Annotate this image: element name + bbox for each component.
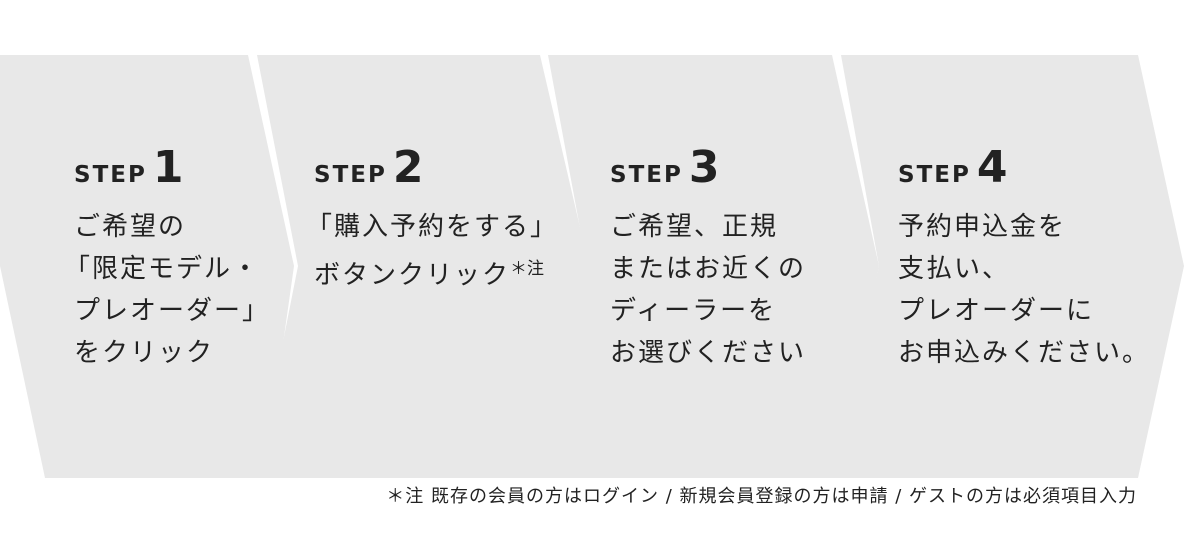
step-3: STEP 3 ご希望、正規 またはお近くの ディーラーを お選びください (610, 146, 860, 374)
step-4-description: 予約申込金を 支払い、 プレオーダーに お申込みください。 (898, 206, 1148, 374)
chevron-panel-step-3 (548, 55, 879, 478)
step-4-line: プレオーダーに (898, 296, 1095, 326)
step-2-word: STEP (314, 162, 387, 188)
step-1-line: プレオーダー」 (74, 296, 271, 326)
step-4: STEP 4 予約申込金を 支払い、 プレオーダーに お申込みください。 (898, 146, 1148, 374)
step-3-word: STEP (610, 162, 683, 188)
step-1-number: 1 (152, 142, 184, 193)
step-1: STEP 1 ご希望の 「限定モデル・ プレオーダー」 をクリック (64, 146, 324, 374)
step-1-line: ご希望の (74, 212, 187, 242)
step-2: STEP 2 「購入予約をする」 ボタンクリック＊注 (306, 146, 564, 297)
step-2-description: 「購入予約をする」 ボタンクリック＊注 (306, 206, 564, 297)
chevron-panel-step-1 (0, 55, 294, 478)
chevron-panel-step-4 (836, 55, 1184, 478)
footnote: ＊注 既存の会員の方はログイン / 新規会員登録の方は申請 / ゲストの方は必須… (386, 486, 1137, 507)
step-4-number: 4 (976, 142, 1008, 193)
step-4-line: 予約申込金を (898, 212, 1067, 242)
step-3-line: ご希望、正規 (610, 212, 779, 242)
step-4-word: STEP (898, 162, 971, 188)
step-4-line: 支払い、 (898, 254, 1011, 284)
step-1-word: STEP (74, 162, 147, 188)
step-3-line: お選びください (610, 338, 807, 368)
step-1-heading: STEP 1 (74, 146, 324, 190)
step-4-line: お申込みください。 (898, 338, 1151, 368)
step-3-heading: STEP 3 (610, 146, 860, 190)
note-marker: ＊注 (510, 259, 545, 279)
step-1-line: 「限定モデル・ (64, 254, 261, 284)
step-3-line: ディーラーを (610, 296, 777, 326)
step-2-line-with-note: ボタンクリック＊注 (314, 248, 564, 297)
step-3-line: またはお近くの (610, 254, 807, 284)
step-2-heading: STEP 2 (314, 146, 564, 190)
step-2-line-text: ボタンクリック (314, 260, 511, 291)
step-3-number: 3 (688, 142, 720, 193)
step-1-description: ご希望の 「限定モデル・ プレオーダー」 をクリック (64, 206, 324, 374)
chevron-panel-step-2 (256, 55, 589, 478)
step-4-heading: STEP 4 (898, 146, 1148, 190)
step-2-number: 2 (392, 142, 424, 193)
step-3-description: ご希望、正規 またはお近くの ディーラーを お選びください (610, 206, 860, 374)
step-2-line: 「購入予約をする」 (306, 212, 559, 242)
step-1-line: をクリック (74, 338, 215, 368)
